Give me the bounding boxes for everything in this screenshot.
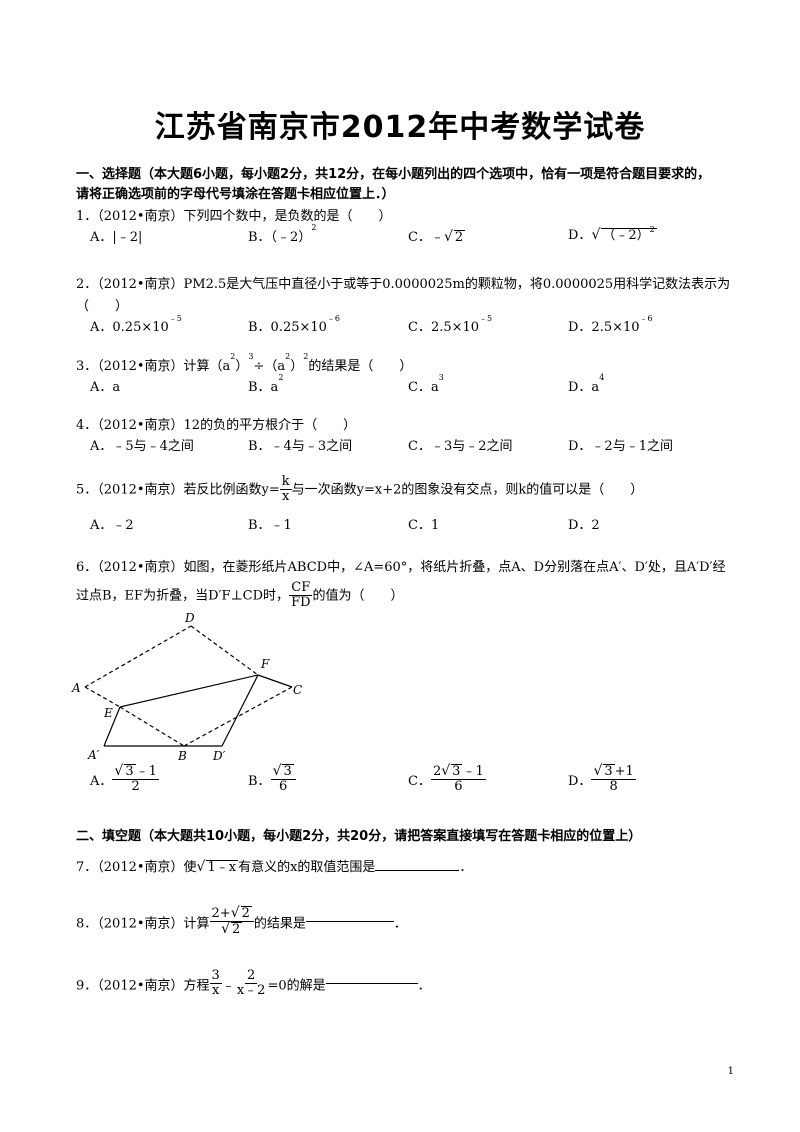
q4-option-b: B．﹣4与﹣3之间 (248, 439, 353, 454)
q3-stem: 3．（2012•南京）计算（a2）3÷（a2）2的结果是（ ） (76, 352, 413, 374)
label-A: A (71, 681, 81, 695)
fold-line-EF (119, 674, 259, 708)
q9-answer-blank[interactable] (325, 983, 418, 985)
q2-stem-line1: 2．（2012•南京）PM2.5是大气压中直径小于或等于0.0000025m的颗… (76, 277, 731, 292)
q4-option-a: A．﹣5与﹣4之间 (90, 439, 194, 454)
label-Ap: A′ (87, 748, 100, 762)
segment-EB (119, 706, 185, 747)
label-E: E (103, 706, 113, 720)
segment-BC (183, 686, 293, 747)
label-Dp: D′ (212, 749, 226, 763)
q1-option-b: B．（﹣2）2 (248, 223, 317, 245)
section2-heading: 二、填空题（本大题共10小题，每小题2分，共20分，请把答案直接填写在答题卡相应… (76, 829, 642, 844)
q4-option-c: C．﹣3与﹣2之间 (408, 439, 513, 454)
section1-heading-line1: 一、选择题（本大题6小题，每小题2分，共12分，在每小题列出的四个选项中，恰有一… (76, 167, 711, 182)
section1-heading-line2: 请将正确选项前的字母代号填涂在答题卡相应位置上．） (76, 187, 395, 202)
label-B: B (177, 749, 187, 763)
q4-stem: 4．（2012•南京）12的负的平方根介于（ ） (76, 418, 357, 433)
q8-answer-blank[interactable] (305, 921, 394, 923)
q2-option-a: A．0.25×10﹣5 (90, 314, 182, 335)
q5-option-c: C．1 (408, 518, 440, 533)
segment-DF (190, 625, 259, 676)
segment-FC (257, 674, 293, 688)
rhombus-fold-figure: D F A C E A′ B D′ (71, 611, 302, 763)
q2-stem-line2: （ ） (76, 299, 129, 314)
q6-stem-line1: 6．（2012•南京）如图，在菱形纸片ABCD中，∠A=60°，将纸片折叠，点A… (76, 560, 726, 575)
segment-EAp (103, 706, 121, 747)
q1-option-a: A．|﹣2| (90, 230, 143, 245)
page-title: 江苏省南京市2012年中考数学试卷 (154, 110, 646, 145)
q1-option-d: D．√（﹣2）2 (568, 225, 657, 243)
q5-option-b: B．﹣1 (248, 518, 292, 533)
q3-option-b: B．a2 (248, 373, 284, 395)
q5-option-d: D．2 (568, 518, 600, 533)
q5-option-a: A．﹣2 (90, 518, 134, 533)
label-F: F (260, 657, 270, 671)
segment-AE (84, 686, 121, 708)
q3-option-d: D．a4 (568, 373, 605, 395)
label-D: D (184, 611, 195, 625)
segment-AD (84, 625, 192, 688)
q2-option-c: C．2.5×10﹣5 (408, 314, 493, 335)
q1-stem: 1．（2012•南京）下列四个数中，是负数的是（ ） (76, 209, 392, 224)
q4-option-d: D．﹣2与﹣1之间 (568, 439, 673, 454)
segment-DpF (221, 674, 259, 747)
page-number: 1 (727, 1066, 734, 1077)
q2-option-b: B．0.25×10﹣6 (248, 314, 341, 335)
q3-option-a: A．a (90, 380, 121, 395)
q1-option-c: C．﹣√2 (408, 229, 466, 245)
q3-option-c: C．a3 (408, 373, 444, 395)
label-C: C (293, 683, 302, 697)
q7-answer-blank[interactable] (375, 870, 460, 871)
q2-option-d: D．2.5×10﹣6 (568, 314, 653, 335)
